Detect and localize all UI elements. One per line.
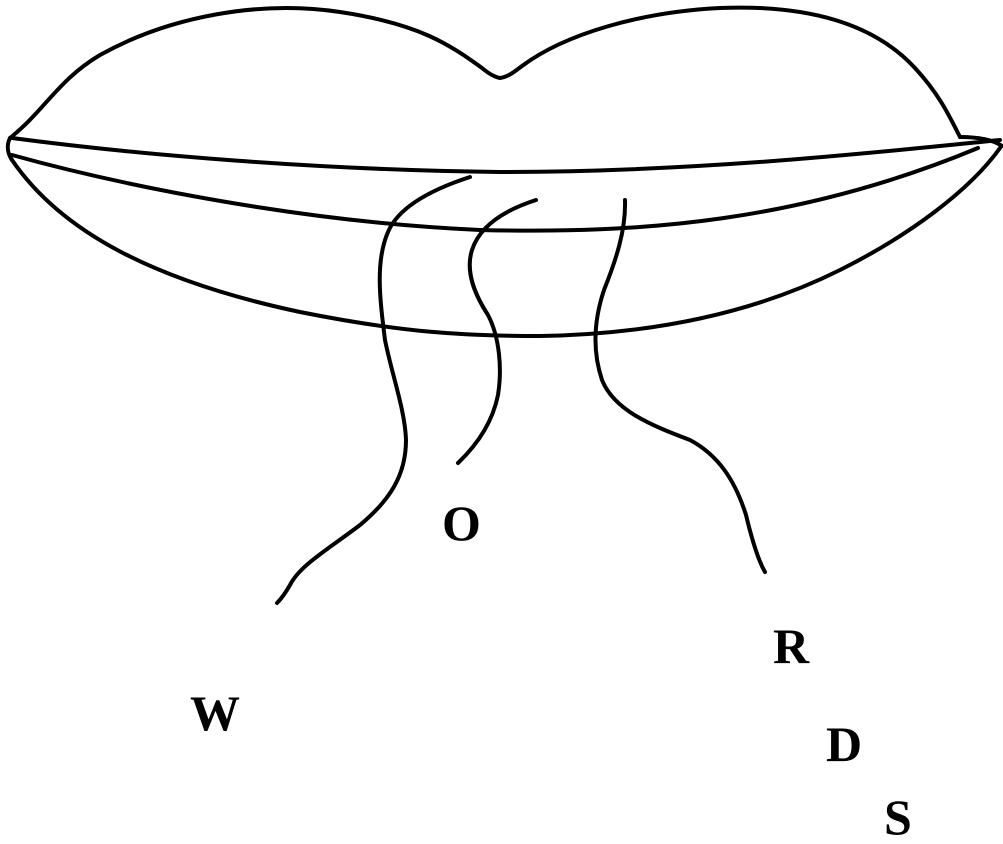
word-strand-r <box>595 200 765 572</box>
word-strand-o <box>458 200 536 463</box>
letter-d: D <box>826 716 862 772</box>
mouth-line-upper <box>12 138 1000 172</box>
letter-w: W <box>190 685 240 741</box>
lower-lip-outline <box>12 148 1000 336</box>
letter-s: S <box>884 789 912 844</box>
letter-r: R <box>773 618 810 674</box>
upper-lip-outline <box>10 8 960 138</box>
letter-o: O <box>442 495 481 551</box>
